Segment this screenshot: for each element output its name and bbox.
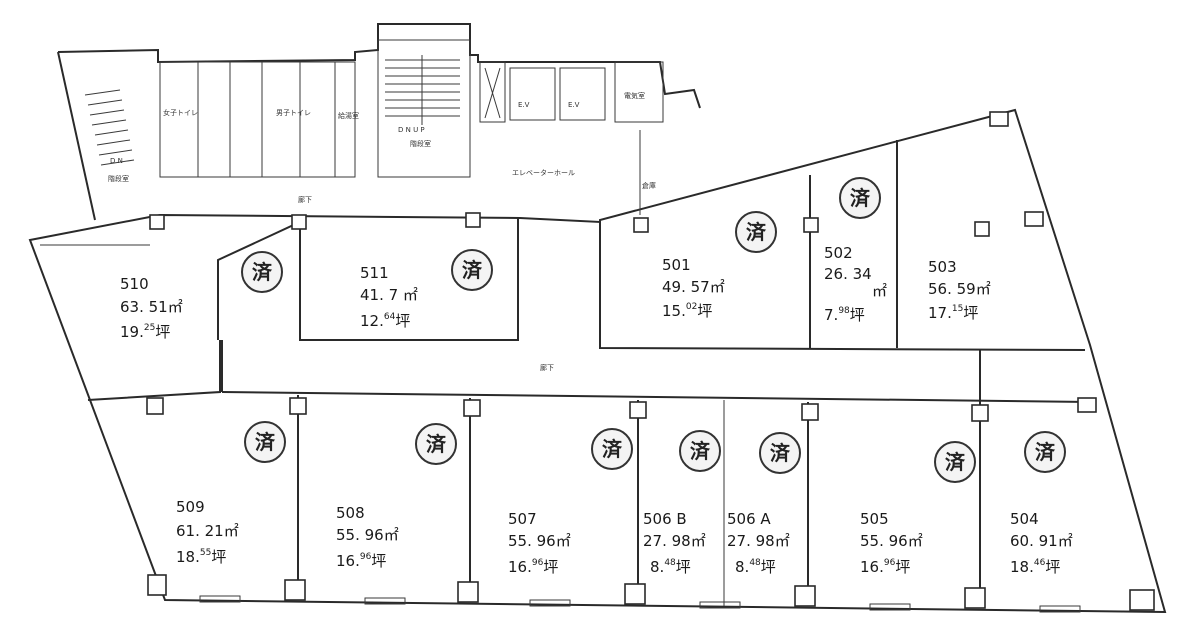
elevator-1-label: E.V	[518, 101, 530, 109]
unit-number: 509	[176, 498, 205, 516]
corridor-mid-label: 廊下	[540, 363, 554, 372]
svg-text:済: 済	[850, 186, 871, 210]
stamp-502: 済	[839, 177, 881, 219]
machine-room-label: 電気室	[624, 91, 645, 100]
unit-area: 27. 98㎡	[643, 532, 706, 550]
unit-510: 510 63. 51㎡ 19.25坪	[120, 275, 183, 341]
unit-area: 55. 96㎡	[336, 526, 399, 544]
unit-area: 41. 7 ㎡	[360, 286, 418, 304]
unit-number: 502	[824, 244, 853, 262]
svg-text:済: 済	[462, 258, 483, 282]
unit-area: 61. 21㎡	[176, 522, 239, 540]
svg-text:済: 済	[746, 220, 767, 244]
unit-tsubo: 7.98坪	[824, 306, 865, 324]
svg-text:済: 済	[690, 439, 711, 463]
kitchenette-label: 給湯室	[338, 111, 359, 120]
elevator-hall-label: エレベーターホール	[512, 168, 575, 177]
stairs-left-label: 階段室	[108, 174, 129, 183]
unit-number: 504	[1010, 510, 1039, 528]
unit-number: 501	[662, 256, 691, 274]
unit-number: 507	[508, 510, 537, 528]
unit-area: 26. 34	[824, 265, 872, 283]
womens-toilet-label: 女子トイレ	[163, 108, 198, 117]
unit-501: 501 49. 57㎡ 15.02坪	[662, 256, 725, 320]
svg-text:済: 済	[602, 437, 623, 461]
unit-number: 511	[360, 264, 389, 282]
stamp-508: 済	[415, 423, 457, 465]
unit-tsubo: 8.48坪	[735, 558, 776, 576]
unit-number: 510	[120, 275, 149, 293]
unit-502: 502 26. 34 ㎡ 7.98坪	[824, 244, 887, 324]
service-labels: 女子トイレ 男子トイレ 給湯室 階段室 D N D N U P 階段室 E.V …	[108, 91, 656, 372]
stairs-center-label: 階段室	[410, 139, 431, 148]
unit-508: 508 55. 96㎡ 16.96坪	[336, 504, 399, 570]
unit-area: 27. 98㎡	[727, 532, 790, 550]
svg-text:済: 済	[1035, 440, 1056, 464]
unit-area: 60. 91㎡	[1010, 532, 1073, 550]
unit-tsubo: 8.48坪	[650, 558, 691, 576]
unit-tsubo: 15.02坪	[662, 302, 712, 320]
unit-area-unit: ㎡	[872, 282, 887, 300]
windows	[199, 595, 1081, 613]
mens-toilet-label: 男子トイレ	[276, 109, 311, 117]
stamp-504: 済	[1024, 431, 1066, 473]
unit-tsubo: 16.96坪	[508, 558, 558, 576]
unit-506b: 506 B 27. 98㎡ 8.48坪	[643, 510, 706, 576]
unit-tsubo: 16.96坪	[336, 552, 386, 570]
occupied-stamps: 済 済 済 済 済 済 済 済 済 済 済	[241, 177, 1066, 483]
unit-area: 63. 51㎡	[120, 298, 183, 316]
unit-area: 49. 57㎡	[662, 278, 725, 296]
stamp-507: 済	[591, 428, 633, 470]
stamp-501: 済	[735, 211, 777, 253]
elevator-2-label: E.V	[568, 101, 580, 109]
unit-tsubo: 17.15坪	[928, 304, 978, 322]
unit-tsubo: 18.46坪	[1010, 558, 1060, 576]
building-outline	[28, 108, 1167, 614]
unit-number: 508	[336, 504, 365, 522]
storage-label: 倉庫	[642, 181, 656, 190]
unit-506a: 506 A 27. 98㎡ 8.48坪	[727, 510, 790, 576]
service-core	[57, 23, 701, 221]
unit-511: 511 41. 7 ㎡ 12.64坪	[360, 264, 418, 330]
unit-505: 505 55. 96㎡ 16.96坪	[860, 510, 923, 576]
unit-number: 506 A	[727, 510, 771, 528]
stamp-506b: 済	[679, 430, 721, 472]
unit-tsubo: 12.64坪	[360, 312, 410, 330]
svg-text:済: 済	[945, 450, 966, 474]
stamp-505: 済	[934, 441, 976, 483]
svg-text:済: 済	[252, 260, 273, 284]
unit-503: 503 56. 59㎡ 17.15坪	[928, 258, 991, 322]
svg-text:済: 済	[255, 430, 276, 454]
stamp-510: 済	[241, 251, 283, 293]
unit-tsubo: 19.25坪	[120, 323, 170, 341]
unit-number: 503	[928, 258, 957, 276]
svg-text:済: 済	[770, 441, 791, 465]
unit-507: 507 55. 96㎡ 16.96坪	[508, 510, 571, 576]
stamp-509: 済	[244, 421, 286, 463]
unit-number: 505	[860, 510, 889, 528]
unit-tsubo: 16.96坪	[860, 558, 910, 576]
structural-columns	[146, 111, 1155, 611]
svg-text:済: 済	[426, 432, 447, 456]
unit-area: 56. 59㎡	[928, 280, 991, 298]
unit-tsubo: 18.55坪	[176, 548, 226, 566]
interior-walls	[40, 130, 1091, 608]
unit-area: 55. 96㎡	[508, 532, 571, 550]
corridor-top-label: 廊下	[298, 195, 312, 204]
stamp-506a: 済	[759, 432, 801, 474]
unit-504: 504 60. 91㎡ 18.46坪	[1010, 510, 1073, 576]
dn-up-label: D N U P	[398, 126, 425, 134]
unit-509: 509 61. 21㎡ 18.55坪	[176, 498, 239, 566]
dn-label: D N	[110, 157, 123, 165]
stamp-511: 済	[451, 249, 493, 291]
unit-area: 55. 96㎡	[860, 532, 923, 550]
unit-number: 506 B	[643, 510, 687, 528]
